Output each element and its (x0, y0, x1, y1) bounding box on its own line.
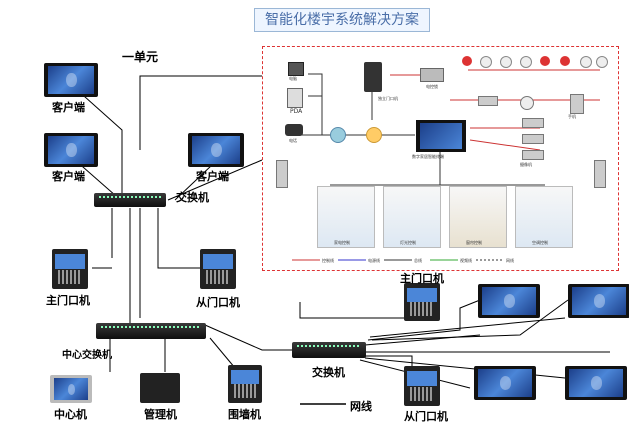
appliance-tile (317, 186, 375, 248)
door-station-icon (364, 62, 382, 92)
inset-label: 独立门口机 (378, 96, 398, 101)
client-label: 客户端 (196, 170, 229, 183)
right-switch-icon (292, 342, 366, 358)
sensor-icon (596, 56, 608, 68)
top-switch-icon (94, 193, 166, 207)
camera-icon (522, 150, 544, 160)
sensor-icon (580, 56, 592, 68)
sensor-icon (520, 56, 532, 68)
gateway-icon (366, 127, 382, 143)
network-line-label: 网线 (350, 400, 372, 413)
legend-label: 网线 (506, 258, 514, 263)
inset-label: 手机 (568, 114, 576, 119)
camera-icon (522, 118, 544, 128)
legend-label: 视频线 (460, 258, 472, 263)
sub-door-label: 从门口机 (196, 296, 240, 309)
switch-right-label: 交换机 (312, 366, 345, 379)
inset-label: 灯光控制 (400, 240, 416, 245)
computer-icon (288, 62, 304, 76)
center-machine-label: 中心机 (54, 408, 87, 421)
monitor-tablet-icon (478, 284, 540, 318)
mobile-phone-icon (570, 94, 584, 114)
sensor-icon (480, 56, 492, 68)
inset-label: PDA (290, 108, 303, 115)
client-label: 客户端 (52, 101, 85, 114)
phone-icon (285, 124, 303, 136)
legend-label: 控制线 (322, 258, 334, 263)
legend-label: 总线 (414, 258, 422, 263)
alarm-icon (540, 56, 550, 66)
monitor-tablet-icon (474, 366, 536, 400)
inset-label: 窗帘控制 (466, 240, 482, 245)
wall-machine-label: 围墙机 (228, 408, 261, 421)
inset-label: 空调控制 (532, 240, 548, 245)
switch-label: 交换机 (176, 191, 209, 204)
client-tablet-icon (44, 63, 98, 97)
smart-terminal-screen (420, 123, 462, 149)
monitor-tablet-icon (568, 284, 629, 318)
center-switch-icon (96, 323, 206, 339)
client-tablet-icon (44, 133, 98, 167)
client-label: 客户端 (52, 170, 85, 183)
camera-icon (520, 96, 534, 110)
appliance-tile (449, 186, 507, 248)
management-computer-icon (140, 373, 180, 403)
smart-home-panel (262, 46, 619, 271)
inset-label: 电控锁 (426, 84, 438, 89)
legend-label: 电源线 (368, 258, 380, 263)
sub-door-right-label: 从门口机 (404, 410, 448, 423)
camera-icon (522, 134, 544, 144)
appliance-tile (383, 186, 441, 248)
sub-door-station-icon (200, 249, 236, 289)
monitor-tablet-icon (565, 366, 627, 400)
router-icon (330, 127, 346, 143)
appliance-tile (515, 186, 573, 248)
center-switch-label: 中心交换机 (62, 350, 112, 361)
main-door-station-icon (52, 249, 88, 289)
unit-label: 一单元 (122, 50, 159, 64)
main-door-label: 主门口机 (46, 294, 90, 307)
client-tablet-icon (188, 133, 244, 167)
inset-label: 电脑 (289, 76, 297, 81)
remote-icon-2 (594, 160, 606, 188)
camera-icon (478, 96, 498, 106)
inset-label: 电话 (289, 138, 297, 143)
wall-machine-icon (228, 365, 262, 403)
alarm-icon (462, 56, 472, 66)
alarm-icon (560, 56, 570, 66)
main-door-station-right-icon (404, 283, 440, 321)
inset-label: 数字家居智能终端 (412, 154, 444, 159)
center-machine-icon (50, 375, 92, 403)
pda-icon (287, 88, 303, 108)
diagram-title: 智能化楼宇系统解决方案 (254, 8, 430, 32)
main-door-right-label: 主门口机 (400, 272, 444, 285)
sensor-icon (500, 56, 512, 68)
sub-door-station-right-icon (404, 366, 440, 406)
inset-label: 摄像机 (520, 162, 532, 167)
lock-icon (420, 68, 444, 82)
inset-label: 家电控制 (334, 240, 350, 245)
management-label: 管理机 (144, 408, 177, 421)
remote-icon (276, 160, 288, 188)
